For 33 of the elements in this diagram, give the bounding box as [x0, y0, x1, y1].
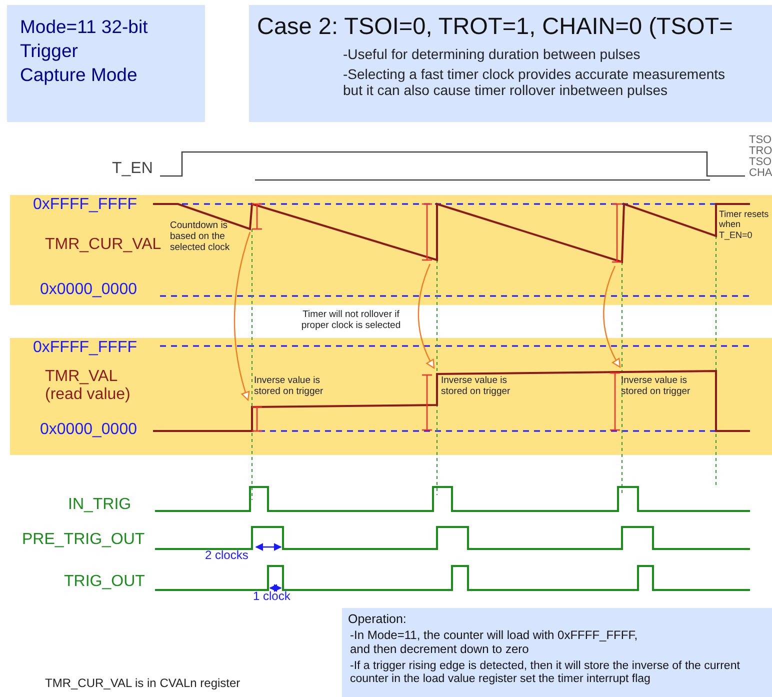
annotation-text: Timer resets when T_EN=0 — [719, 209, 770, 240]
annotation-text: Inverse value is stored on trigger — [441, 376, 512, 398]
footnote-text: TMR_CUR_VAL is in CVALn register — [45, 677, 240, 691]
note-panel — [342, 608, 772, 697]
signal-name: IN_TRIG — [68, 496, 132, 514]
case-title: Case 2: TSOI=0, TROT=1, CHAIN=0 (TSOT= — [257, 13, 734, 40]
annotation-text: Timer will not rollover if proper clock is selected — [300, 310, 402, 332]
operation-step: -In Mode=11, the counter will load with 0xFFFF_FFFF, and then decrement down to zero — [350, 629, 650, 657]
annotation-text: Countdown is based on the selected clock — [170, 221, 231, 254]
setting-label: TSO — [749, 156, 772, 168]
mode-title: Mode=11 32-bit Trigger Capture Mode — [20, 15, 148, 88]
annotation-text: Inverse value is stored on trigger — [254, 376, 324, 398]
dimension-label: 2 clocks — [205, 549, 248, 563]
note-text: -Selecting a fast timer clock provides accurate measurements but it can also cause timer rollover inbetween pulses — [343, 66, 726, 98]
note-panel — [249, 5, 772, 122]
dimension-label: 1 clock — [253, 590, 290, 604]
signal-name: T_EN — [112, 160, 153, 178]
signal-name: TMR_CUR_VAL — [45, 236, 162, 254]
operation-step: -If a trigger rising edge is detected, then it will store the inverse of the current counter in the load value register set the timer interrupt flag — [350, 660, 772, 686]
operation-heading: Operation: — [348, 612, 408, 626]
setting-label: TSO — [749, 134, 772, 146]
value-label: 0x0000_0000 — [40, 421, 137, 440]
value-label: 0xFFFF_FFFF — [33, 339, 137, 358]
note-panel — [7, 5, 205, 122]
setting-label: TRO — [749, 145, 772, 157]
signal-name: TRIG_OUT — [64, 573, 145, 592]
annotation-text: Inverse value is stored on trigger — [621, 376, 692, 398]
value-label: 0x0000_0000 — [40, 281, 137, 300]
setting-label: CHA — [749, 167, 772, 180]
signal-name: TMR_VAL (read value) — [45, 368, 132, 405]
note-text: -Useful for determining duration between pulses — [343, 46, 642, 62]
value-label: 0xFFFF_FFFF — [33, 196, 137, 214]
signal-name: PRE_TRIG_OUT — [22, 531, 145, 550]
